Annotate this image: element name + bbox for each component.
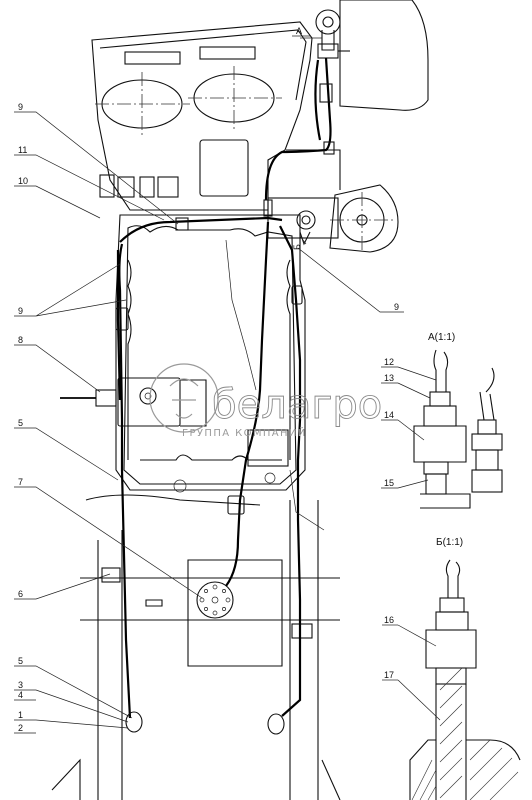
- label-12: 12: [384, 357, 394, 367]
- watermark: белагро ГРУППА КОМПАНИЙ: [149, 363, 383, 439]
- detail-view-a: [381, 349, 503, 509]
- label-1: 1: [18, 710, 23, 720]
- label-8: 8: [18, 335, 23, 345]
- detail-view-b: [382, 559, 521, 800]
- label-5-upper: 5: [18, 418, 23, 428]
- watermark-tagline: ГРУППА КОМПАНИЙ: [182, 426, 307, 439]
- label-2: 2: [18, 723, 23, 733]
- cab-panel: [91, 21, 341, 211]
- view-b-title: Б(1:1): [436, 537, 463, 548]
- label-11: 11: [18, 145, 27, 155]
- view-a-marker: А: [296, 26, 302, 36]
- harness-cables: [60, 199, 325, 735]
- label-9-right: 9: [394, 302, 399, 312]
- upper-right-tank: [264, 0, 429, 201]
- label-10: 10: [18, 176, 28, 186]
- label-9-top: 9: [18, 102, 23, 112]
- leader-lines: [14, 35, 404, 734]
- view-a-title: А(1:1): [428, 332, 455, 343]
- watermark-brand: белагро: [212, 382, 382, 428]
- label-5-lower: 5: [18, 656, 23, 666]
- label-7: 7: [18, 477, 23, 487]
- label-14: 14: [384, 410, 394, 420]
- view-b-marker: Б: [292, 244, 302, 250]
- label-4: 4: [18, 690, 23, 700]
- label-15: 15: [384, 478, 394, 488]
- label-3: 3: [18, 680, 23, 690]
- center-plate: [187, 559, 283, 667]
- label-9-left: 9: [18, 306, 23, 316]
- frame-rails: [51, 494, 341, 800]
- label-6: 6: [18, 589, 23, 599]
- label-16: 16: [384, 615, 394, 625]
- label-17: 17: [384, 670, 394, 680]
- position-labels: 9 11 10 9 8 5 7 6 5 3 4 1 2 9 12 13 14 1…: [18, 26, 463, 733]
- label-13: 13: [384, 373, 394, 383]
- watermark-logo-icon: [149, 363, 219, 433]
- engine-frame: [115, 214, 306, 493]
